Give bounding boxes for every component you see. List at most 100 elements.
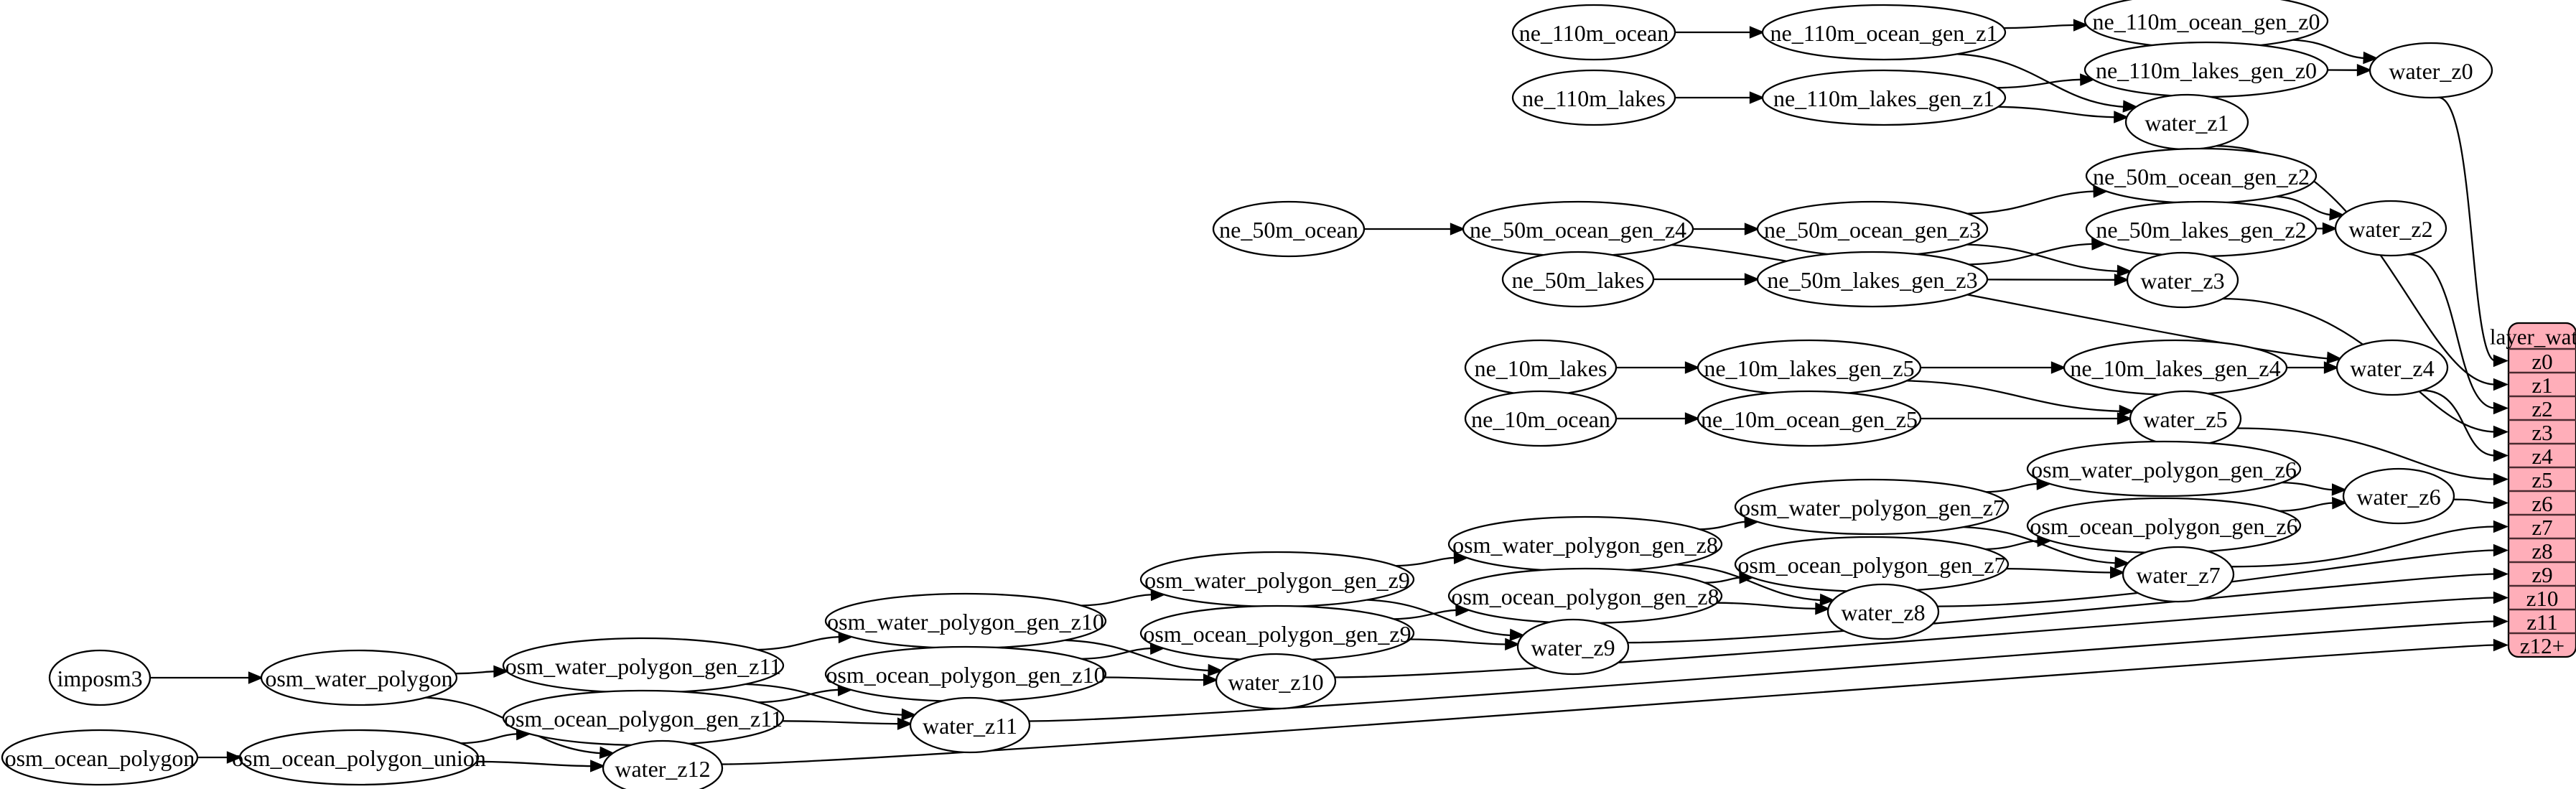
edge-water_z5-to-layer_water-z5 (2236, 427, 2496, 480)
edge-osm_ocean_polygon_gen_z9-to-osm_ocean_polygon_gen_z8 (1394, 609, 1458, 620)
node-shape (1215, 653, 1337, 710)
node-ne_50m_lakes_gen_z2[interactable]: ne_50m_lakes_gen_z2 (2085, 200, 2318, 258)
edge-arrowhead (1744, 273, 1760, 286)
node-label: ne_50m_ocean (1219, 217, 1358, 243)
node-osm_ocean_polygon[interactable]: osm_ocean_polygon (1, 729, 199, 786)
node-shape (909, 696, 1031, 754)
edge-osm_ocean_polygon_gen_z10-to-osm_ocean_polygon_gen_z9 (1081, 647, 1153, 660)
table-row-z2[interactable]: z2 (2531, 396, 2552, 421)
node-osm_ocean_polygon_gen_z10[interactable]: osm_ocean_polygon_gen_z10 (824, 645, 1107, 703)
node-label: osm_ocean_polygon_gen_z9 (1143, 621, 1411, 647)
node-osm_water_polygon_gen_z9[interactable]: osm_water_polygon_gen_z9 (1139, 551, 1415, 608)
node-ne_50m_ocean[interactable]: ne_50m_ocean (1212, 200, 1366, 258)
table-row-z5[interactable]: z5 (2531, 467, 2552, 492)
node-water_z2[interactable]: water_z2 (2334, 200, 2447, 257)
node-ne_50m_lakes_gen_z3[interactable]: ne_50m_lakes_gen_z3 (1756, 251, 1989, 308)
node-water_z7[interactable]: water_z7 (2122, 546, 2235, 603)
node-osm_ocean_polygon_gen_z7[interactable]: osm_ocean_polygon_gen_z7 (1734, 536, 2010, 593)
edge-osm_ocean_polygon_gen_z7-to-water_z7 (2006, 567, 2113, 574)
table-row-z0[interactable]: z0 (2531, 349, 2552, 374)
node-ne_110m_ocean_gen_z0[interactable]: ne_110m_ocean_gen_z0 (2083, 0, 2329, 50)
edge-arrowhead (1509, 628, 1526, 642)
node-label: osm_water_polygon_gen_z6 (2031, 457, 2297, 482)
node-shape (1761, 4, 2007, 61)
node-water_z10[interactable]: water_z10 (1215, 653, 1337, 710)
node-ne_50m_ocean_gen_z4[interactable]: ne_50m_ocean_gen_z4 (1462, 200, 1694, 258)
table-row-z3[interactable]: z3 (2531, 420, 2552, 445)
node-label: water_z1 (2145, 110, 2229, 136)
edge-arrowhead (1450, 223, 1466, 235)
node-osm_water_polygon_gen_z11[interactable]: osm_water_polygon_gen_z11 (502, 637, 785, 694)
node-shape (48, 649, 151, 706)
node-osm_water_polygon[interactable]: osm_water_polygon (260, 649, 458, 706)
node-osm_water_polygon_gen_z8[interactable]: osm_water_polygon_gen_z8 (1447, 515, 1723, 573)
edge-arrowhead (897, 717, 913, 730)
node-ne_50m_ocean_gen_z2[interactable]: ne_50m_ocean_gen_z2 (2085, 147, 2318, 205)
edge-osm_water_polygon_gen_z7-to-osm_water_polygon_gen_z6 (1986, 482, 2039, 493)
node-label: ne_50m_lakes (1512, 267, 1645, 293)
table-row-z1[interactable]: z1 (2531, 373, 2552, 398)
node-osm_water_polygon_gen_z6[interactable]: osm_water_polygon_gen_z6 (2026, 440, 2302, 498)
node-osm_water_polygon_gen_z10[interactable]: osm_water_polygon_gen_z10 (824, 592, 1107, 650)
edge-arrowhead (2117, 412, 2133, 425)
edge-arrowhead (2356, 64, 2373, 77)
node-imposm3[interactable]: imposm3 (48, 649, 151, 706)
node-osm_ocean_polygon_union[interactable]: osm_ocean_polygon_union (232, 729, 486, 786)
node-water_z6[interactable]: water_z6 (2342, 467, 2455, 525)
layer-water-table[interactable]: layer_waterz0z1z2z3z4z5z6z7z8z9z10z11z12… (2490, 322, 2576, 658)
node-shape (2369, 42, 2493, 99)
node-osm_ocean_polygon_gen_z11[interactable]: osm_ocean_polygon_gen_z11 (502, 689, 785, 747)
edge-arrowhead (2493, 520, 2509, 533)
node-water_z4[interactable]: water_z4 (2335, 339, 2449, 396)
node-ne_110m_ocean_gen_z1[interactable]: ne_110m_ocean_gen_z1 (1761, 4, 2007, 61)
edge-arrowhead (590, 760, 606, 772)
node-ne_10m_lakes[interactable]: ne_10m_lakes (1464, 339, 1618, 396)
node-label: ne_50m_lakes_gen_z3 (1767, 267, 1977, 293)
edge-arrowhead (2493, 496, 2509, 510)
node-label: water_z0 (2389, 58, 2473, 84)
node-osm_ocean_polygon_gen_z6[interactable]: osm_ocean_polygon_gen_z6 (2026, 497, 2302, 554)
node-ne_110m_lakes_gen_z0[interactable]: ne_110m_lakes_gen_z0 (2083, 41, 2329, 98)
node-ne_110m_lakes_gen_z1[interactable]: ne_110m_lakes_gen_z1 (1761, 69, 2007, 126)
node-water_z1[interactable]: water_z1 (2124, 93, 2249, 151)
table-row-z6[interactable]: z6 (2531, 491, 2552, 516)
table-row-z11[interactable]: z11 (2526, 610, 2558, 635)
node-ne_50m_ocean_gen_z3[interactable]: ne_50m_ocean_gen_z3 (1756, 200, 1989, 258)
table-row-z10[interactable]: z10 (2526, 586, 2559, 611)
node-ne_110m_lakes[interactable]: ne_110m_lakes (1511, 69, 1676, 126)
node-water_z12[interactable]: water_z12 (602, 739, 724, 789)
table-row-z12+[interactable]: z12+ (2520, 633, 2565, 658)
edge-ne_50m_lakes_gen_z3-to-ne_50m_lakes_gen_z2 (1969, 243, 2094, 266)
node-osm_ocean_polygon_gen_z9[interactable]: osm_ocean_polygon_gen_z9 (1139, 604, 1415, 662)
edge-arrowhead (1684, 412, 1701, 425)
node-shape (1697, 390, 1922, 447)
node-label: ne_50m_ocean_gen_z3 (1764, 217, 1981, 243)
node-osm_water_polygon_gen_z7[interactable]: osm_water_polygon_gen_z7 (1734, 478, 2010, 536)
node-water_z8[interactable]: water_z8 (1826, 583, 1940, 640)
edge-osm_water_polygon_gen_z7-to-water_z7 (1963, 526, 2117, 564)
node-water_z0[interactable]: water_z0 (2369, 42, 2493, 99)
node-water_z9[interactable]: water_z9 (1516, 618, 1630, 676)
node-ne_10m_ocean_gen_z5[interactable]: ne_10m_ocean_gen_z5 (1697, 390, 1922, 447)
node-water_z3[interactable]: water_z3 (2126, 251, 2239, 309)
node-ne_10m_lakes_gen_z5[interactable]: ne_10m_lakes_gen_z5 (1697, 339, 1922, 396)
node-ne_50m_lakes[interactable]: ne_50m_lakes (1501, 251, 1655, 308)
edge-layer (150, 19, 2509, 772)
node-label: ne_110m_lakes_gen_z1 (1773, 85, 1994, 111)
node-label: water_z6 (2356, 484, 2440, 510)
node-water_z5[interactable]: water_z5 (2129, 390, 2242, 447)
node-ne_10m_ocean[interactable]: ne_10m_ocean (1464, 390, 1618, 447)
table-row-z4[interactable]: z4 (2531, 444, 2553, 469)
table-row-z8[interactable]: z8 (2531, 538, 2552, 564)
node-shape (2122, 546, 2235, 603)
node-ne_110m_ocean[interactable]: ne_110m_ocean (1511, 4, 1676, 61)
node-label: osm_water_polygon_gen_z11 (505, 653, 782, 679)
edge-osm_ocean_polygon_gen_z11-to-osm_ocean_polygon_gen_z10 (757, 688, 841, 704)
node-shape (1734, 478, 2010, 536)
table-row-z9[interactable]: z9 (2531, 562, 2552, 587)
edge-arrowhead (2080, 73, 2096, 86)
table-row-z7[interactable]: z7 (2531, 515, 2552, 540)
node-ne_10m_lakes_gen_z4[interactable]: ne_10m_lakes_gen_z4 (2063, 339, 2288, 396)
node-water_z11[interactable]: water_z11 (909, 696, 1031, 754)
node-osm_ocean_polygon_gen_z8[interactable]: osm_ocean_polygon_gen_z8 (1447, 567, 1723, 625)
